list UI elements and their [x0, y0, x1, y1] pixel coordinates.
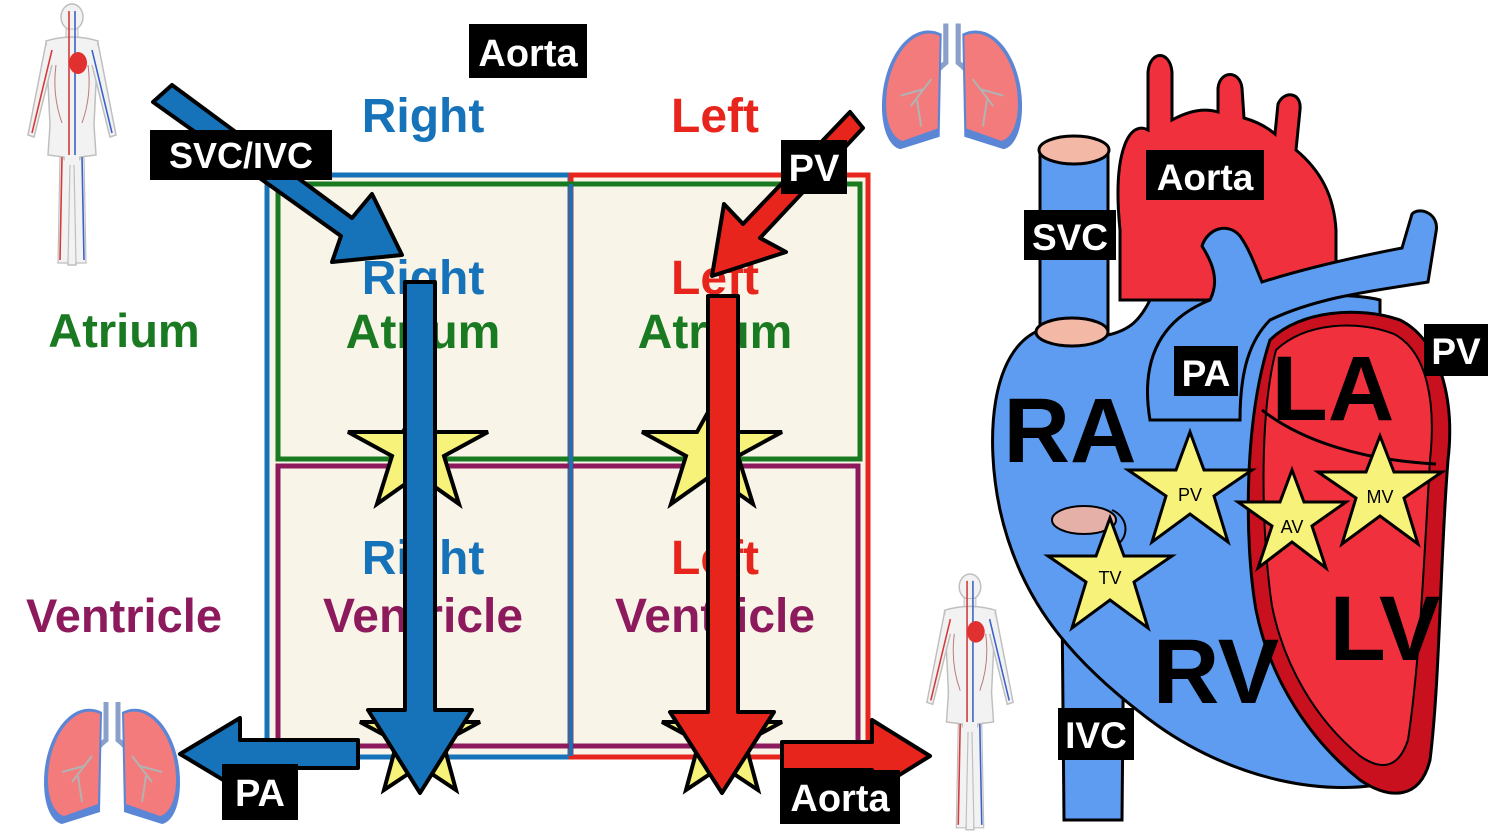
valve-label-pv: PV	[1178, 485, 1202, 505]
heart-pv-label: PV	[1431, 331, 1481, 372]
heart-aorta-label: Aorta	[1157, 157, 1254, 198]
human-body-icon	[926, 573, 1014, 831]
column-header-left: Left	[671, 90, 759, 143]
coronary-sinus-opening	[1051, 505, 1117, 535]
aorta-top-label: Aorta	[478, 33, 578, 75]
pv-label: PV	[789, 148, 840, 190]
row-header-ventricle: Ventricle	[26, 589, 222, 642]
valve-label-mv: MV	[1367, 487, 1394, 507]
heart-svc-label: SVC	[1032, 217, 1108, 258]
heart-label-lv: LV	[1330, 578, 1441, 680]
heart-aorta-label-box	[1146, 150, 1264, 200]
lungs-icon	[44, 702, 180, 824]
valve-label-tv: TV	[1098, 568, 1121, 588]
pa-label-box	[222, 764, 298, 820]
aorta-bottom-label-box	[780, 770, 900, 824]
heart-label-ra: RA	[1004, 380, 1137, 482]
pv-label-box	[781, 140, 847, 194]
column-header-right: Right	[362, 90, 485, 143]
left-heart-flow-arrow	[668, 294, 776, 795]
heart-pa-label-box	[1174, 346, 1238, 396]
svc-lower-opening	[1034, 316, 1110, 348]
heart-valve-stars	[1043, 427, 1447, 632]
svc-ivc-label-box	[150, 130, 332, 180]
chamber-grid	[264, 172, 871, 760]
valve-label-av: AV	[1281, 517, 1304, 537]
mitral-valve-star-icon	[1313, 431, 1447, 548]
right-heart-flow-arrow	[366, 280, 474, 795]
aorta-top-label-box	[469, 24, 587, 78]
heart-label-la: LA	[1272, 338, 1395, 440]
tricuspid-valve-star-icon	[1043, 513, 1177, 632]
heart-ivc-label-box	[1058, 708, 1134, 760]
lungs-icon	[882, 24, 1022, 150]
pulmonic-valve-star-icon	[1123, 427, 1257, 546]
heart-illustration	[991, 54, 1452, 822]
svc-ivc-label: SVC/IVC	[169, 135, 313, 176]
svc-opening	[1037, 134, 1111, 166]
heart-pa-label: PA	[1182, 353, 1231, 394]
aortic-valve-star-icon	[1233, 465, 1351, 573]
heart-pv-label-box	[1424, 324, 1488, 376]
row-header-atrium: Atrium	[48, 304, 199, 357]
human-body-icon	[27, 3, 117, 266]
pa-label: PA	[235, 773, 285, 815]
ventricle-row-border	[275, 463, 861, 749]
av-groove	[1261, 408, 1437, 466]
heart-label-rv: RV	[1153, 621, 1279, 723]
aorta-bottom-label: Aorta	[790, 778, 890, 820]
heart-svc-label-box	[1024, 210, 1116, 260]
heart-ivc-label: IVC	[1065, 715, 1127, 756]
